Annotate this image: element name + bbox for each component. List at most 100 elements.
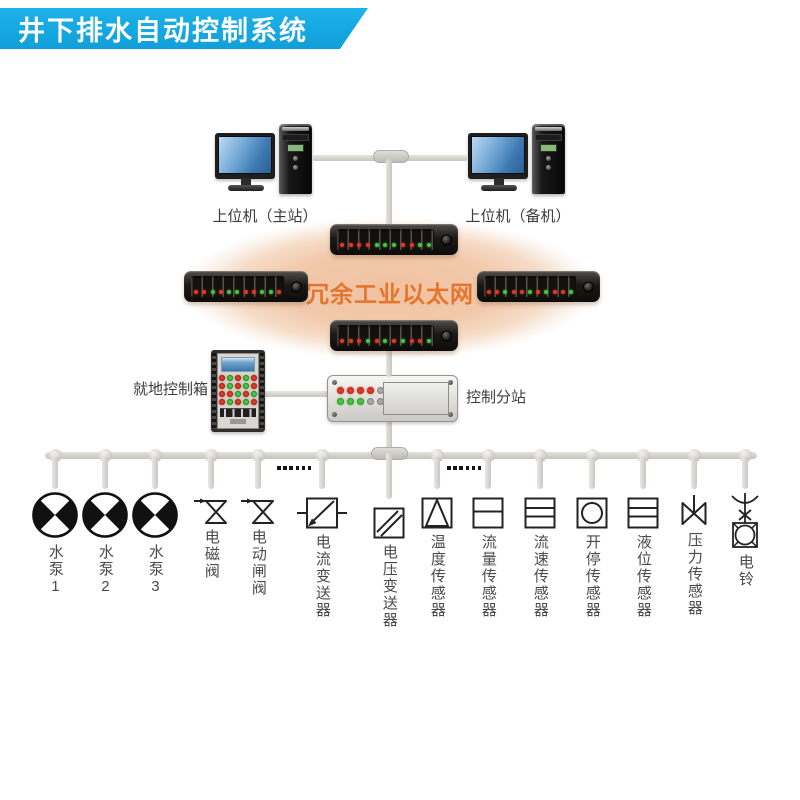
branch-label: 电磁阀 [202,529,220,580]
branch-pressure-sensor: 压力传感器 [657,449,731,617]
tower-button [293,165,298,170]
branch-liquid-level-sensor: 液位传感器 [606,449,680,619]
ellipsis-more-devices [276,466,313,470]
control-substation [327,375,458,422]
bus-node [148,449,162,462]
branch-pump-3: 水泵3 [118,449,192,597]
localbox-link-line [263,391,329,397]
ethernet-switch-right [477,271,600,302]
liquid-level-sensor-icon [627,497,659,529]
monitor-stand [241,178,251,186]
branch-label: 压力传感器 [685,532,703,617]
ethernet-label: 冗余工业以太网 [306,281,474,307]
branch-electric-bell: 电铃 [708,449,782,588]
switch-leds [487,290,573,294]
local-box-buttons [218,375,258,405]
switch-leds [340,243,431,247]
ethernet-switch-top [330,224,458,255]
pump-icon [132,492,178,538]
tower-vent [535,127,562,131]
branch-label: 水泵3 [146,544,164,597]
switch-port-icon [441,234,452,245]
ellipsis-more-devices [446,466,483,470]
bus-node [251,449,265,462]
host-backup-label: 上位机（备机） [465,208,571,225]
perforation-strip [212,353,216,429]
perforation-strip [260,353,264,429]
drop-line [742,457,748,489]
monitor-screen [218,136,272,174]
branch-run-stop-sensor: 开停传感器 [555,449,629,619]
current-transmitter-icon [297,497,347,529]
bus-node [687,449,701,462]
switch-leds [340,339,431,343]
drop-line [102,457,108,489]
valve-icon [241,498,274,524]
switch-port-icon [441,330,452,341]
branch-label: 电流变送器 [313,534,331,619]
tower-drive-bay [282,134,309,141]
bus-node [204,449,218,462]
computer-tower [279,124,312,194]
title-banner: 井下排水自动控制系统 [0,8,368,49]
drop-line [434,457,440,489]
flow-velocity-sensor-icon [524,497,556,529]
branch-voltage-transmitter: 电压变送器 [352,449,426,629]
switch-port-icon [291,281,302,292]
ethernet-switch-left [184,271,308,302]
branch-label: 流量传感器 [479,534,497,619]
branch-solenoid-valve: 电磁阀 [174,449,248,580]
page-title: 井下排水自动控制系统 [18,16,308,46]
screw-icon [448,380,453,385]
local-box-panel [217,353,259,429]
backbone-line-mid [386,349,392,377]
host-computer-backup: 上位机（备机） [465,120,571,225]
pressure-sensor-icon [681,495,707,525]
bus-node [585,449,599,462]
voltage-transmitter-icon [373,507,405,539]
branch-label: 液位传感器 [634,534,652,619]
branch-flow-velocity-sensor: 流速传感器 [503,449,577,619]
bus-node [48,449,62,462]
substation-label: 控制分站 [466,389,527,406]
branch-flow-sensor: 流量传感器 [451,449,525,619]
host-main-label: 上位机（主站） [212,208,318,225]
tower-drive-bay [535,134,562,141]
branch-label: 开停传感器 [583,534,601,619]
tower-button [293,156,298,161]
drop-line [537,457,543,489]
backbone-line-top [386,159,392,228]
screw-icon [448,412,453,417]
branch-label: 水泵1 [46,544,64,597]
tower-button [546,165,551,170]
tower-display [540,144,557,152]
bus-node [98,449,112,462]
local-box-terminal-strip [220,408,256,417]
branch-label: 温度传感器 [428,534,446,619]
drop-line [52,457,58,489]
drop-line [208,457,214,489]
monitor [468,133,528,179]
screw-icon [332,380,337,385]
monitor [215,133,275,179]
drop-line [485,457,491,489]
substation-relay-bank [383,382,449,415]
run-stop-sensor-icon [576,497,608,529]
branch-label: 流速传感器 [531,534,549,619]
screw-icon [332,412,337,417]
valve-icon [194,498,227,524]
bus-node [636,449,650,462]
local-control-box [211,350,265,432]
local-box-label: 就地控制箱 [132,381,208,398]
drop-line [589,457,595,489]
drop-line [152,457,158,489]
monitor-screen [471,136,525,174]
backbone-line-lower [386,420,392,455]
drop-line [319,457,325,489]
electric-bell-icon [731,493,759,548]
drop-line [640,457,646,489]
ethernet-switch-bottom [330,320,458,351]
branch-gate-valve: 电动闸阀 [221,449,295,597]
bus-node [481,449,495,462]
